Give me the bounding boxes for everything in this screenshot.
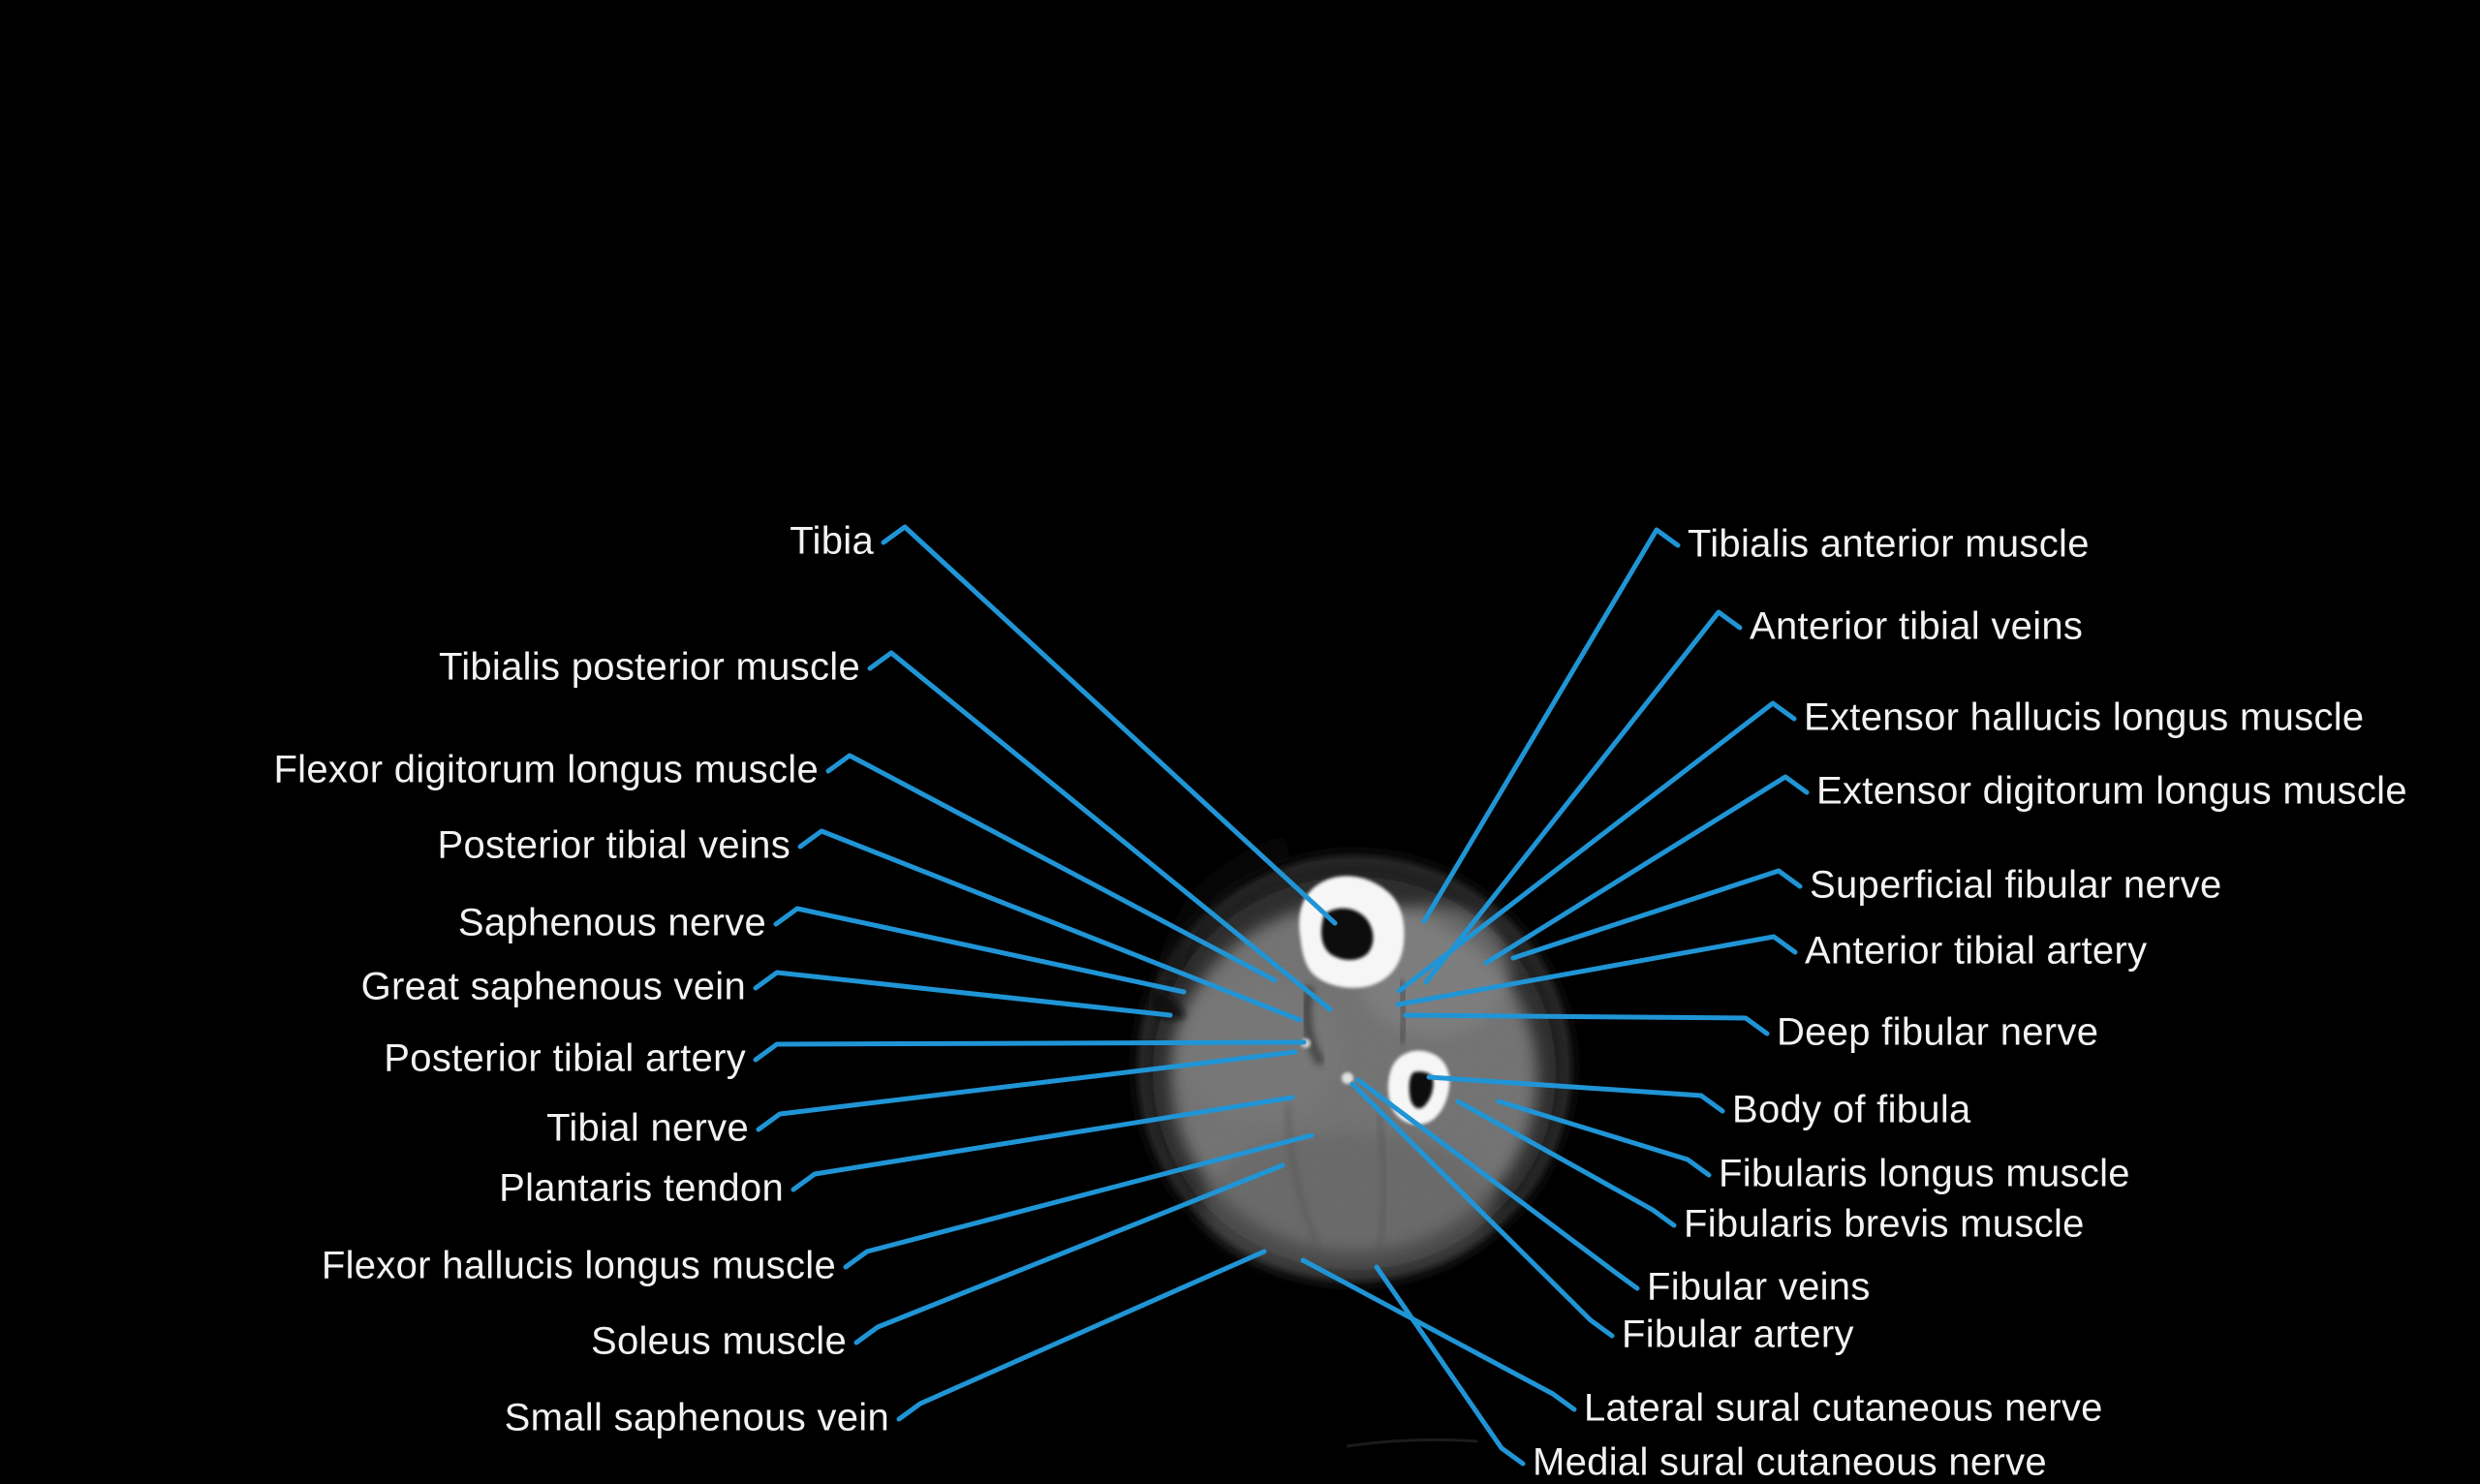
leader-line-tibia bbox=[881, 524, 1338, 926]
fibula-medullary-cavity bbox=[1409, 1071, 1434, 1109]
label-small-saphenous-vein: Small saphenous vein bbox=[504, 1396, 889, 1439]
leader-line-medial-sural-cutaneous-nerve bbox=[1374, 1264, 1526, 1467]
fibula-bone bbox=[1387, 1050, 1450, 1125]
leader-line-plantaris-tendon bbox=[790, 1095, 1295, 1192]
leader-line-tibialis-anterior-muscle bbox=[1421, 527, 1681, 924]
label-fibular-artery: Fibular artery bbox=[1622, 1313, 1854, 1356]
label-body-of-fibula: Body of fibula bbox=[1732, 1088, 1971, 1131]
leader-line-flexor-hallucis-longus-muscle bbox=[843, 1132, 1315, 1270]
label-flexor-digitorum-longus-muscle: Flexor digitorum longus muscle bbox=[273, 748, 819, 791]
label-tibialis-anterior-muscle: Tibialis anterior muscle bbox=[1688, 522, 2090, 566]
label-anterior-tibial-artery: Anterior tibial artery bbox=[1805, 929, 2148, 973]
label-deep-fibular-nerve: Deep fibular nerve bbox=[1777, 1010, 2099, 1054]
leader-line-superficial-fibular-nerve bbox=[1510, 868, 1803, 961]
tibia-bone bbox=[1299, 876, 1405, 988]
muscle-mass bbox=[1153, 877, 1556, 1276]
label-extensor-hallucis-longus-muscle: Extensor hallucis longus muscle bbox=[1804, 696, 2365, 739]
leader-line-small-saphenous-vein bbox=[896, 1249, 1267, 1422]
label-tibialis-posterior-muscle: Tibialis posterior muscle bbox=[438, 645, 860, 689]
label-fibularis-longus-muscle: Fibularis longus muscle bbox=[1719, 1152, 2130, 1195]
label-saphenous-nerve: Saphenous nerve bbox=[457, 901, 766, 944]
leader-line-posterior-tibial-veins bbox=[797, 828, 1303, 1023]
fibular-vessel-dot bbox=[1342, 1072, 1353, 1084]
label-medial-sural-cutaneous-nerve: Medial sural cutaneous nerve bbox=[1533, 1440, 2047, 1484]
leader-line-posterior-tibial-artery bbox=[753, 1039, 1307, 1063]
label-soleus-muscle: Soleus muscle bbox=[590, 1319, 847, 1363]
label-flexor-hallucis-longus-muscle: Flexor hallucis longus muscle bbox=[321, 1244, 836, 1287]
leader-line-soleus-muscle bbox=[853, 1162, 1286, 1345]
leader-line-fibularis-longus-muscle bbox=[1496, 1098, 1712, 1178]
leader-line-flexor-digitorum-longus-muscle bbox=[825, 753, 1278, 983]
leader-line-body-of-fibula bbox=[1426, 1074, 1725, 1114]
label-superficial-fibular-nerve: Superficial fibular nerve bbox=[1810, 863, 2222, 907]
leader-line-fibular-veins bbox=[1355, 1077, 1640, 1291]
leader-line-extensor-hallucis-longus-muscle bbox=[1396, 700, 1797, 994]
leader-line-extensor-digitorum-longus-muscle bbox=[1483, 774, 1810, 966]
label-plantaris-tendon: Plantaris tendon bbox=[499, 1166, 784, 1210]
label-fibularis-brevis-muscle: Fibularis brevis muscle bbox=[1684, 1202, 2085, 1246]
leader-line-tibialis-posterior-muscle bbox=[867, 650, 1333, 1012]
label-posterior-tibial-artery: Posterior tibial artery bbox=[384, 1036, 746, 1080]
leader-line-lateral-sural-cutaneous-nerve bbox=[1300, 1257, 1577, 1412]
leader-line-deep-fibular-nerve bbox=[1403, 1012, 1770, 1036]
label-great-saphenous-vein: Great saphenous vein bbox=[360, 965, 746, 1008]
leader-line-great-saphenous-vein bbox=[753, 970, 1173, 1018]
leader-line-anterior-tibial-veins bbox=[1423, 609, 1743, 985]
leader-line-saphenous-nerve bbox=[773, 906, 1187, 995]
label-posterior-tibial-veins: Posterior tibial veins bbox=[437, 823, 790, 867]
label-anterior-tibial-veins: Anterior tibial veins bbox=[1750, 604, 2084, 648]
leader-line-fibular-artery bbox=[1349, 1081, 1615, 1339]
label-fibular-veins: Fibular veins bbox=[1647, 1265, 1871, 1309]
label-tibial-nerve: Tibial nerve bbox=[546, 1106, 749, 1150]
label-tibia: Tibia bbox=[790, 519, 874, 563]
table-line bbox=[1346, 1438, 1478, 1448]
label-lateral-sural-cutaneous-nerve: Lateral sural cutaneous nerve bbox=[1584, 1386, 2103, 1430]
leader-line-anterior-tibial-artery bbox=[1395, 934, 1798, 1007]
leader-line-tibial-nerve bbox=[756, 1049, 1298, 1132]
leader-line-fibularis-brevis-muscle bbox=[1455, 1098, 1677, 1228]
label-extensor-digitorum-longus-muscle: Extensor digitorum longus muscle bbox=[1816, 769, 2407, 813]
medial-notch bbox=[1148, 986, 1186, 1019]
